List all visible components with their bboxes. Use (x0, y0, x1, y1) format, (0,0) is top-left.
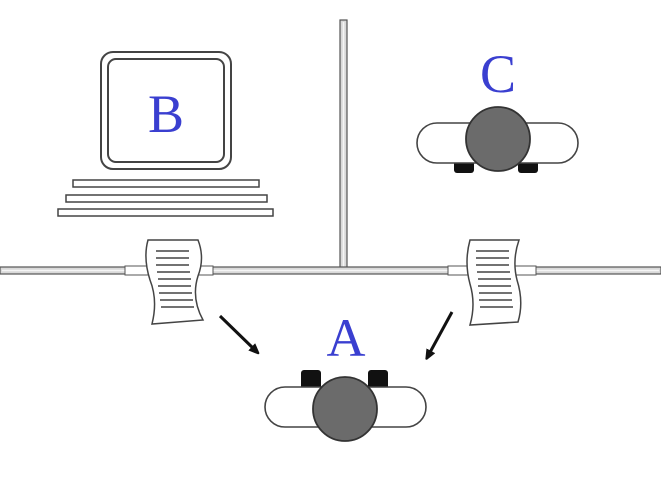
arrow-icon (218, 314, 256, 351)
wall-vertical (339, 19, 348, 273)
computer-icon (57, 51, 274, 217)
arrow-icon (428, 311, 454, 356)
person-top-view-icon (416, 106, 579, 173)
label-a: A (327, 308, 366, 368)
paper-slip-icon (466, 239, 522, 326)
label-b: B (148, 84, 184, 144)
label-c: C (480, 44, 516, 104)
wall-horizontal (0, 265, 661, 276)
paper-slip-icon (145, 239, 205, 325)
person-top-view-icon (264, 370, 427, 442)
